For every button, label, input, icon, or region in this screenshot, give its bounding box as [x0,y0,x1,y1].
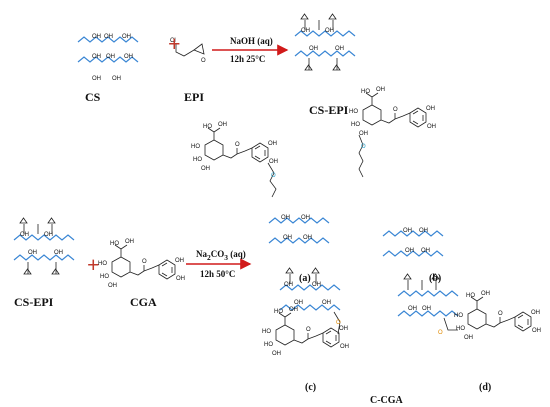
svg-text:OH: OH [106,54,115,60]
cs-epi-structure-bottom: OH OH OH OH [14,217,74,275]
epi-structure: Cl O [170,38,206,64]
svg-text:OH: OH [92,76,101,82]
cs-epi-structure: OH OH OH OH [295,13,355,71]
plus-sign-top: + [168,31,181,56]
svg-text:OH: OH [28,250,37,256]
svg-text:O: O [201,58,206,64]
product-d: OH OH O [398,273,541,341]
svg-text:OH: OH [283,235,292,241]
svg-text:O: O [361,144,366,150]
variant-a-label: (a) [299,273,311,284]
svg-text:OH: OH [301,215,310,221]
product-c: OH OH OH OH O [262,267,349,357]
variant-b-label: (b) [429,273,442,284]
plus-sign-bottom: + [87,252,100,277]
c-cga-label: C-CGA [370,395,403,406]
epi-label: EPI [184,90,205,104]
svg-text:OH: OH [422,306,431,312]
svg-text:OH: OH [92,34,101,40]
variant-c-label: (c) [305,382,317,393]
svg-text:OH: OH [44,232,53,238]
svg-text:O: O [336,320,341,326]
svg-text:OH: OH [419,228,428,234]
bottom-conditions: 12h 50°C [200,269,236,279]
svg-text:OH: OH [281,215,290,221]
svg-text:Cl: Cl [170,38,176,44]
svg-text:OH: OH [20,232,29,238]
svg-text:OH: OH [403,228,412,234]
top-conditions: 12h 25°C [230,54,266,64]
svg-text:OH: OH [122,34,131,40]
cs-label: CS [85,90,101,104]
bottom-reagent: Na2CO3 (aq) [196,249,246,262]
svg-text:OH: OH [104,34,113,40]
svg-text:O: O [271,173,276,179]
svg-text:OH: OH [92,54,101,60]
cs-epi-label: CS-EPI [309,103,349,117]
svg-text:OH: OH [284,282,293,288]
svg-text:OH: OH [335,46,344,52]
top-reagent: NaOH (aq) [230,36,273,46]
svg-text:OH: OH [294,300,303,306]
svg-text:OH: OH [124,54,133,60]
svg-text:OH: OH [112,76,121,82]
svg-text:OH: OH [303,235,312,241]
svg-text:OH: OH [312,282,321,288]
cs-epi-bottom-label: CS-EPI [14,295,54,309]
variant-d-label: (d) [479,382,492,393]
svg-text:OH: OH [309,46,318,52]
cga-structure [98,239,185,289]
svg-text:O: O [438,330,443,336]
svg-text:OH: OH [322,300,331,306]
svg-text:OH: OH [325,28,334,34]
svg-text:OH: OH [421,248,430,254]
cga-label: CGA [130,295,157,309]
svg-text:OH: OH [301,28,310,34]
product-b: O OH OH OH OH [349,87,443,256]
svg-text:OH: OH [54,250,63,256]
svg-text:OH: OH [405,248,414,254]
product-a: O OH OH OH OH [191,122,329,243]
svg-text:OH: OH [408,306,417,312]
